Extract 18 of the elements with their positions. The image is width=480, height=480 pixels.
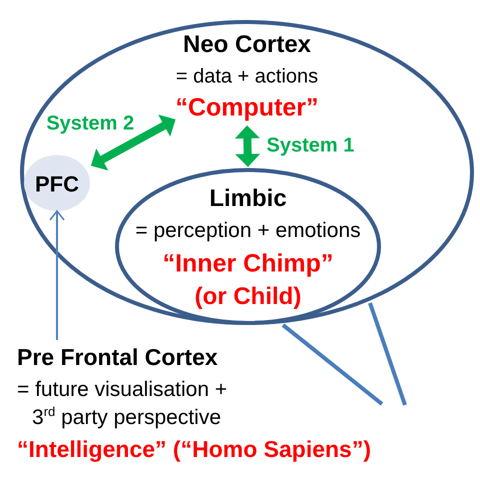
nickname: “Intelligence” (“Homo Sapiens”): [17, 436, 371, 462]
region-title: PFC: [35, 171, 79, 197]
region-title: Limbic: [209, 185, 287, 213]
region-description: = data + actions: [176, 66, 318, 88]
region-ellipse: [24, 155, 90, 211]
region-description: = future visualisation + 3$^{rd}$ party perspective: [17, 377, 228, 431]
nickname: “Computer”: [175, 94, 319, 122]
region-description: = perception + emotions: [135, 218, 361, 244]
region-title: Pre Frontal Cortex: [17, 344, 218, 370]
edge-label: System 1: [264, 134, 356, 158]
nickname: “Inner Chimp”: [162, 250, 334, 278]
region-ellipse: [115, 168, 381, 325]
arrow: [49, 210, 65, 340]
double-arrow: [234, 125, 260, 167]
nickname: (or Child): [194, 283, 302, 311]
double-arrow: [90, 114, 176, 170]
region-ellipse: [20, 20, 474, 325]
region-title: Neo Cortex: [182, 31, 312, 59]
